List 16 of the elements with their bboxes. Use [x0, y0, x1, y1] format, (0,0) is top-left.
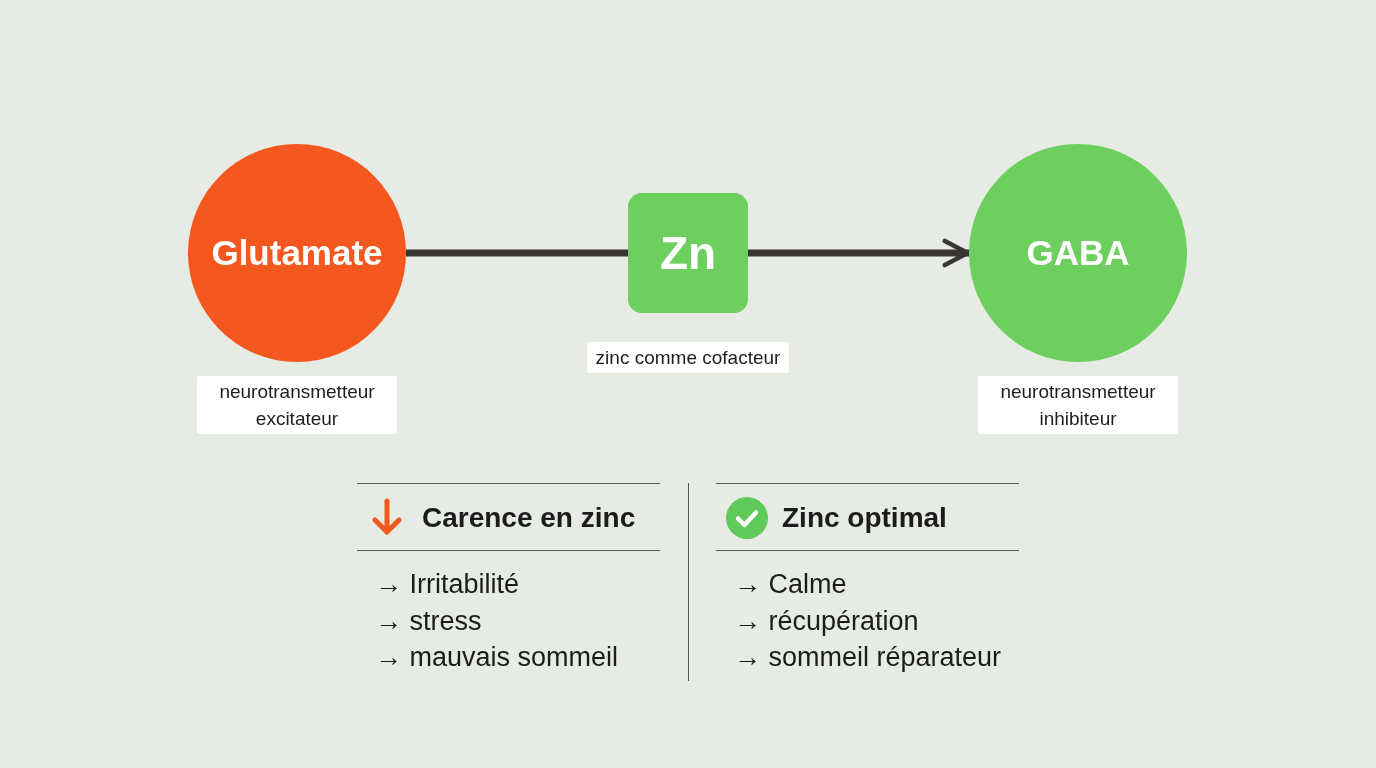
list-item: → stress	[375, 605, 482, 638]
column-heading: Carence en zinc	[422, 501, 636, 535]
list-item: → Irritabilité	[375, 568, 520, 601]
node-label: Glutamate	[211, 233, 383, 273]
list-item: → récupération	[734, 605, 919, 638]
column-heading: Zinc optimal	[782, 501, 947, 535]
list-item: → Calme	[734, 568, 847, 601]
list-item: → mauvais sommeil	[375, 641, 619, 674]
arrow	[748, 238, 970, 268]
node-caption: neurotransmetteur excitateur	[197, 376, 397, 434]
node-caption: zinc comme cofacteur	[586, 342, 790, 373]
node-label: Zn	[659, 226, 717, 280]
node-caption: neurotransmetteur inhibiteur	[978, 376, 1178, 434]
node-label: GABA	[1026, 233, 1130, 273]
list-item: → sommeil réparateur	[734, 641, 1002, 674]
square-node	[628, 193, 748, 313]
